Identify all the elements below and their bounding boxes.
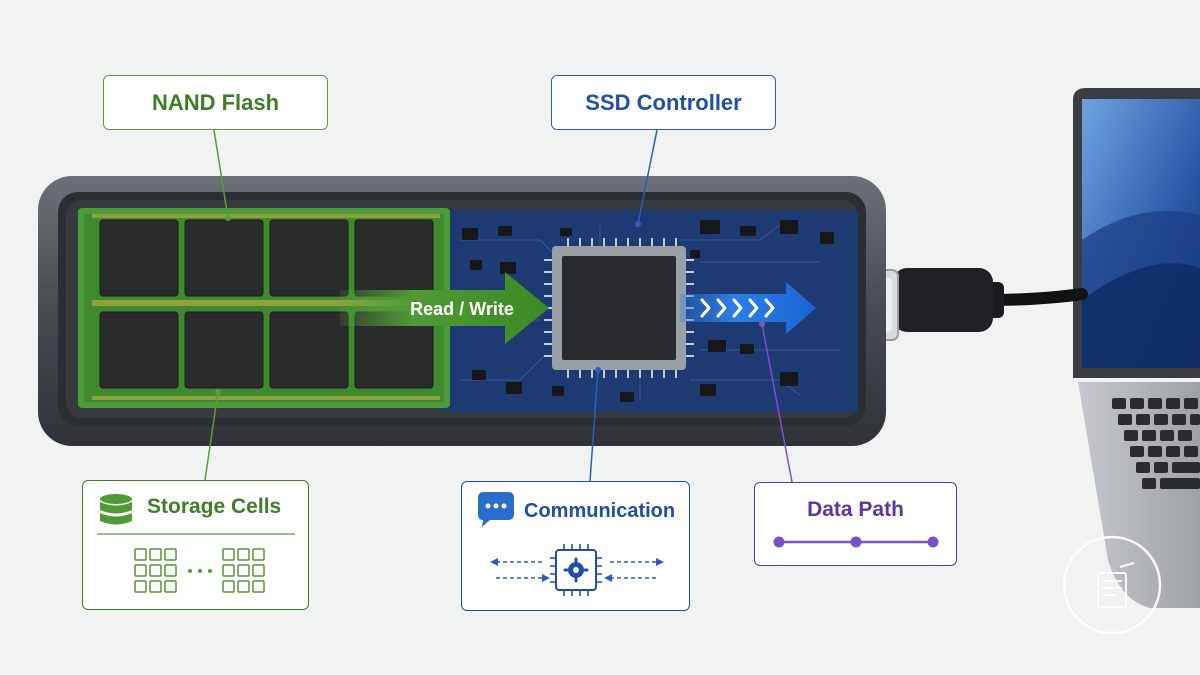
database-icon xyxy=(97,494,295,593)
processor-gear-icon xyxy=(550,544,602,596)
controller-chip xyxy=(544,238,694,378)
data-transfer-arrow xyxy=(680,282,816,334)
data-path-panel: Data Path xyxy=(754,482,957,566)
nand-chips xyxy=(99,219,434,389)
nand-flash-label: NAND Flash xyxy=(103,75,328,130)
read-write-arrow: Read / Write xyxy=(340,272,549,344)
communication-title: Communication xyxy=(524,500,676,522)
cell-grid-icon xyxy=(134,548,265,593)
laptop xyxy=(1073,88,1200,608)
leader-lines xyxy=(204,129,793,483)
storage-cells-panel: Storage Cells xyxy=(82,480,309,610)
communication-panel: Communication xyxy=(461,481,690,611)
data-path-title: Data Path xyxy=(807,498,904,521)
read-write-label: Read / Write xyxy=(410,299,514,319)
storage-cells-title: Storage Cells xyxy=(147,495,282,518)
watermark-logo xyxy=(1062,535,1162,635)
path-nodes-icon xyxy=(773,536,939,548)
ssd-controller-label: SSD Controller xyxy=(551,75,776,130)
communication-diagram xyxy=(478,492,664,596)
chat-bubble-icon xyxy=(478,492,514,527)
